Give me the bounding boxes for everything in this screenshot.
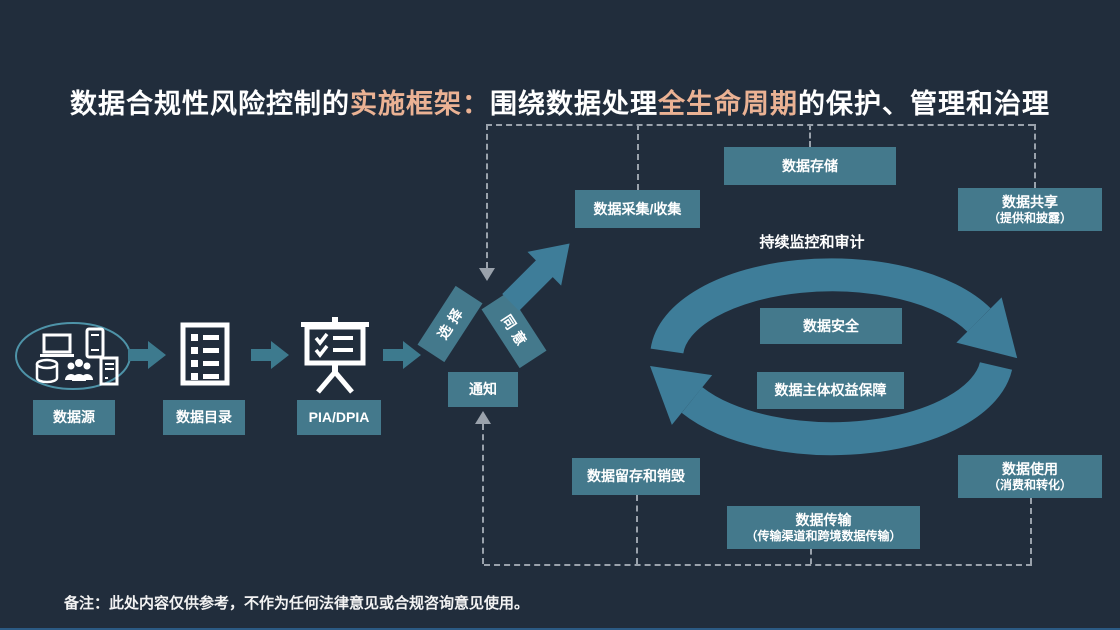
guide-bottom-line bbox=[484, 564, 1032, 566]
cycle-top-arrowhead-icon bbox=[956, 297, 1018, 359]
stage-box-collection: 数据采集/收集 bbox=[575, 190, 700, 228]
stage-box-transmission-subtext: （传输渠道和跨境数据传输） bbox=[745, 528, 902, 543]
stage-box-sharing: 数据共享 （提供和披露） bbox=[958, 188, 1102, 231]
stage-box-collection-text: 数据采集/收集 bbox=[593, 200, 682, 217]
guide-sharing-vertical bbox=[1034, 124, 1036, 188]
stage-box-transmission: 数据传输 （传输渠道和跨境数据传输） bbox=[727, 506, 920, 549]
guide-usage-vertical bbox=[1030, 498, 1032, 564]
gate-box-choice: 选择 bbox=[417, 285, 483, 363]
stage-box-usage: 数据使用 （消费和转化） bbox=[958, 455, 1102, 498]
flow-arrow-2-icon bbox=[251, 341, 289, 369]
stage-box-transmission-text: 数据传输 bbox=[795, 511, 852, 528]
core-box-data-security: 数据安全 bbox=[760, 308, 902, 344]
guide-transmission-vertical bbox=[810, 549, 812, 564]
monitor-label: 持续监控和审计 bbox=[759, 234, 865, 251]
stage-box-usage-subtext: （消费和转化） bbox=[987, 477, 1072, 492]
pipeline-label-data-catalog: 数据目录 bbox=[163, 400, 245, 435]
flow-arrow-1-icon bbox=[128, 341, 166, 369]
stage-box-storage: 数据存储 bbox=[724, 147, 896, 185]
pipeline-label-data-sources: 数据源 bbox=[33, 400, 115, 435]
main-title: 数据合规性风险控制的实施框架：围绕数据处理全生命周期的保护、管理和治理 bbox=[0, 82, 1120, 121]
data-sources-icon bbox=[15, 322, 131, 390]
pipeline-label-data-sources-text: 数据源 bbox=[53, 409, 95, 425]
gate-box-choice-text: 选择 bbox=[433, 301, 468, 342]
gate-arrow-down-icon bbox=[479, 268, 495, 281]
stage-box-sharing-text: 数据共享 bbox=[1002, 193, 1058, 210]
core-box-data-security-text: 数据安全 bbox=[803, 317, 859, 334]
title-segment-5: 的保护、管理和治理 bbox=[798, 89, 1050, 119]
pipeline-label-pia-dpia-text: PIA/DPIA bbox=[308, 409, 370, 425]
title-segment-2-accent: 实施框架： bbox=[350, 89, 490, 119]
stage-box-retention-text: 数据留存和销毁 bbox=[587, 468, 685, 484]
cycle-arrows bbox=[650, 258, 1018, 456]
data-catalog-icon bbox=[180, 322, 230, 386]
cycle-bottom-arc bbox=[681, 361, 1013, 456]
title-segment-1: 数据合规性风险控制的 bbox=[70, 89, 350, 119]
pipeline-label-data-catalog-text: 数据目录 bbox=[176, 409, 232, 425]
notice-box-text: 通知 bbox=[469, 381, 497, 397]
stage-box-retention: 数据留存和销毁 bbox=[572, 458, 700, 495]
stage-box-sharing-subtext: （提供和披露） bbox=[987, 210, 1072, 225]
guide-notice-vertical bbox=[482, 424, 484, 564]
flow-arrow-3-icon bbox=[383, 341, 421, 369]
cycle-top-arc bbox=[650, 258, 991, 355]
pipeline-label-pia-dpia: PIA/DPIA bbox=[297, 400, 381, 435]
core-box-subject-rights: 数据主体权益保障 bbox=[757, 372, 904, 409]
guide-top-line bbox=[486, 124, 1034, 126]
core-box-subject-rights-text: 数据主体权益保障 bbox=[774, 382, 887, 398]
stage-box-usage-text: 数据使用 bbox=[1002, 460, 1058, 477]
gate-box-consent-text: 同意 bbox=[498, 311, 533, 353]
stage-box-storage-text: 数据存储 bbox=[782, 157, 838, 174]
title-segment-3: 围绕数据处理 bbox=[490, 89, 658, 119]
guide-storage-vertical bbox=[809, 124, 811, 147]
guide-retention-vertical bbox=[636, 495, 638, 564]
notice-box: 通知 bbox=[448, 372, 518, 407]
footer-note: 备注：此处内容仅供参考，不作为任何法律意见或合规咨询意见使用。 bbox=[64, 595, 530, 612]
guide-collection-vertical bbox=[637, 124, 639, 190]
title-segment-4-accent: 全生命周期 bbox=[658, 89, 798, 119]
cycle-bottom-arrowhead-icon bbox=[650, 366, 713, 425]
bottom-accent-strip bbox=[0, 628, 1120, 630]
assessment-board-icon bbox=[301, 317, 369, 394]
guide-left-vertical bbox=[486, 124, 488, 268]
diagonal-arrow-icon bbox=[502, 243, 570, 311]
notice-arrow-up-icon bbox=[475, 411, 491, 424]
